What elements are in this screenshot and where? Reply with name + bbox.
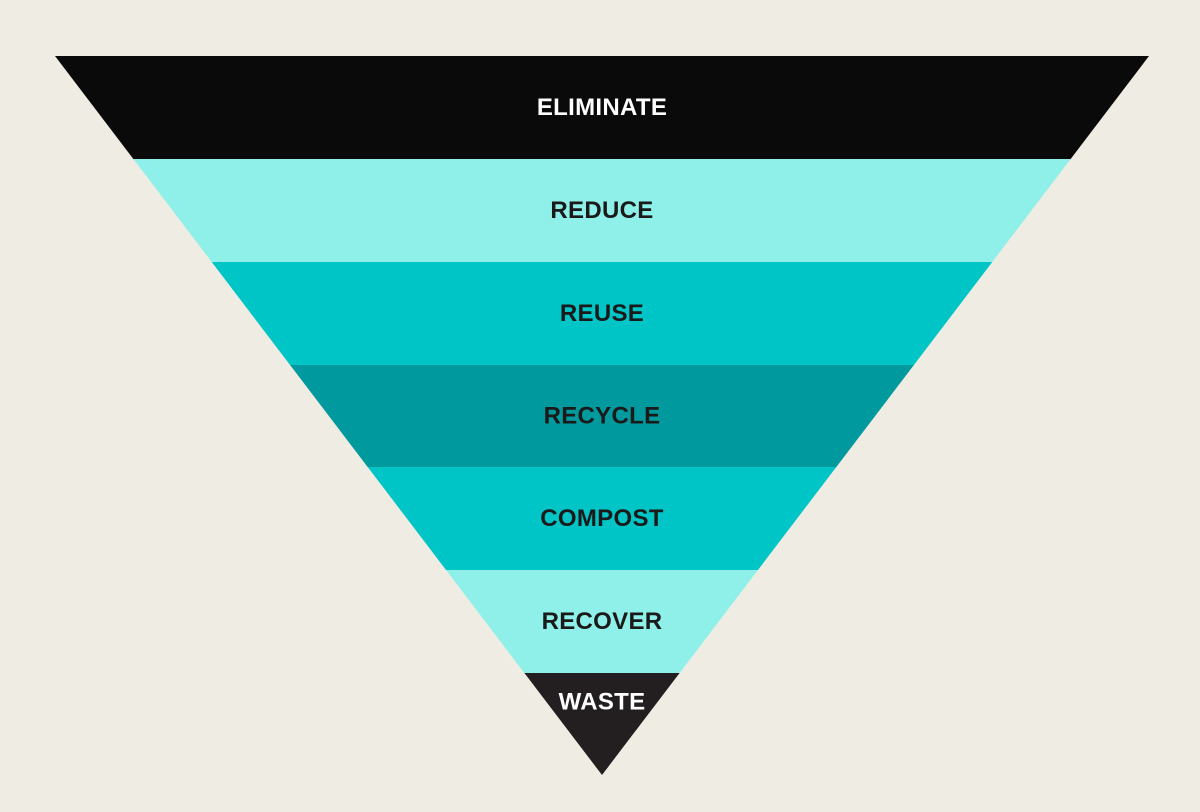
tier-compost: COMPOST — [367, 467, 837, 571]
tier-reuse-label: REUSE — [560, 300, 644, 327]
tier-eliminate-label: ELIMINATE — [537, 94, 667, 121]
tier-eliminate-band — [55, 56, 1149, 160]
tier-reduce-band — [133, 159, 1071, 263]
tier-waste: WASTE — [524, 673, 680, 775]
tier-waste-label: WASTE — [559, 689, 646, 716]
tier-reduce: REDUCE — [133, 159, 1071, 263]
tier-reduce-label: REDUCE — [550, 197, 653, 224]
tier-recycle-band — [290, 365, 914, 468]
tier-compost-label: COMPOST — [540, 505, 663, 532]
tier-recycle-label: RECYCLE — [544, 403, 661, 430]
tier-compost-band — [367, 467, 837, 571]
tier-reuse: REUSE — [211, 262, 993, 366]
tier-recover: RECOVER — [446, 570, 758, 674]
tier-recover-label: RECOVER — [542, 608, 663, 635]
tier-eliminate: ELIMINATE — [55, 56, 1149, 160]
tier-reuse-band — [211, 262, 993, 366]
tier-recycle: RECYCLE — [290, 365, 914, 468]
tier-waste-band — [524, 673, 680, 775]
tier-recover-band — [446, 570, 758, 674]
